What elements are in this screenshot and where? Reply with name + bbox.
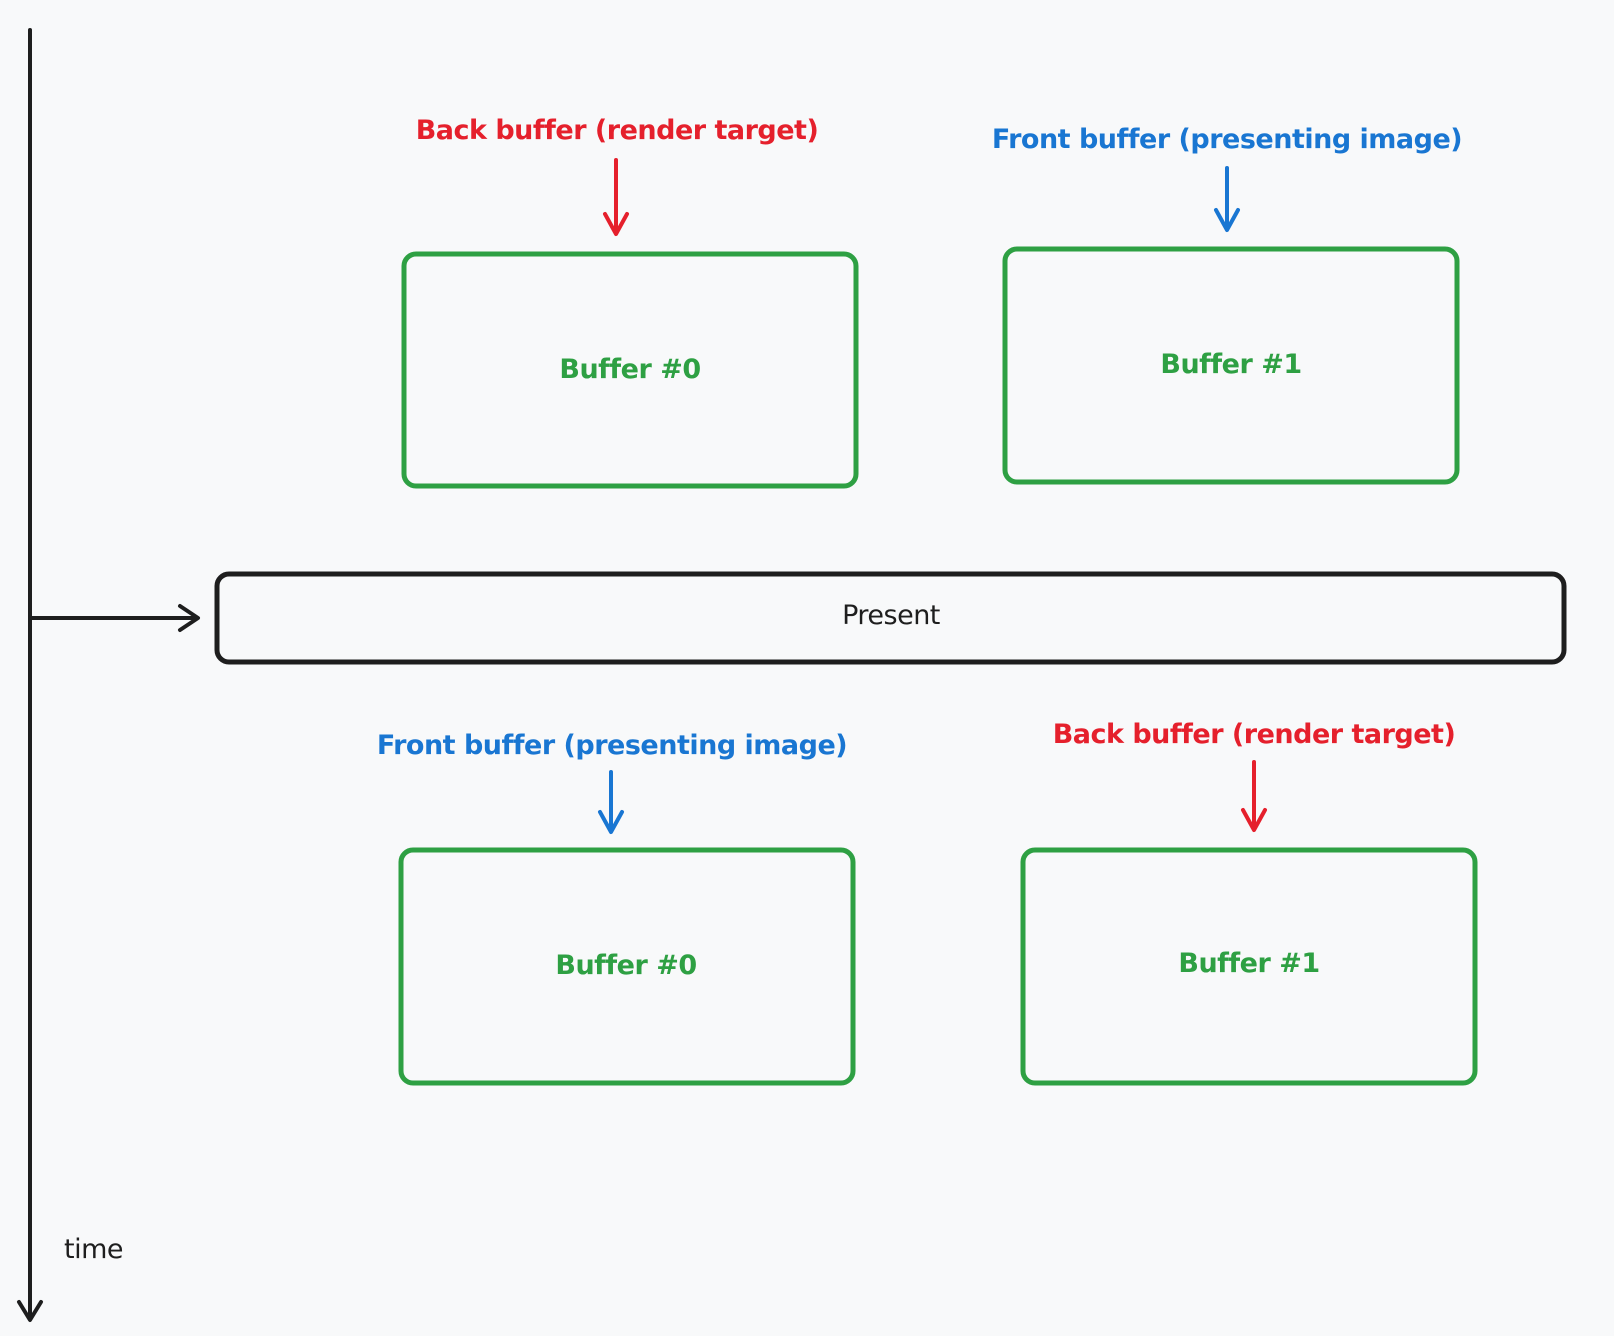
time-axis: [17, 28, 43, 1322]
buffer0-box-after: [398, 847, 856, 1086]
front-buffer-arrow-before: [1214, 166, 1240, 232]
front-buffer-arrow-after: [598, 770, 624, 834]
buffer1-box-after: [1020, 847, 1478, 1086]
buffer1-label-after: Buffer #1: [1178, 948, 1320, 979]
time-axis-label: time: [64, 1234, 124, 1265]
present-box: [214, 571, 1567, 665]
back-buffer-label-after: Back buffer (render target): [1052, 719, 1456, 750]
buffer1-box-before: [1002, 246, 1460, 485]
buffer0-box-before: [401, 251, 859, 489]
buffer0-label-after: Buffer #0: [555, 950, 697, 981]
buffer0-label-before: Buffer #0: [559, 354, 701, 385]
back-buffer-arrow-after: [1241, 760, 1267, 832]
back-buffer-label-before: Back buffer (render target): [415, 115, 819, 146]
front-buffer-label-before: Front buffer (presenting image): [991, 124, 1463, 155]
present-label: Present: [842, 600, 940, 631]
back-buffer-arrow-before: [603, 158, 629, 236]
buffer1-label-before: Buffer #1: [1160, 349, 1302, 380]
time-axis-arrowhead: [17, 1300, 43, 1322]
front-buffer-label-after: Front buffer (presenting image): [376, 730, 848, 761]
present-arrow: [30, 604, 200, 632]
